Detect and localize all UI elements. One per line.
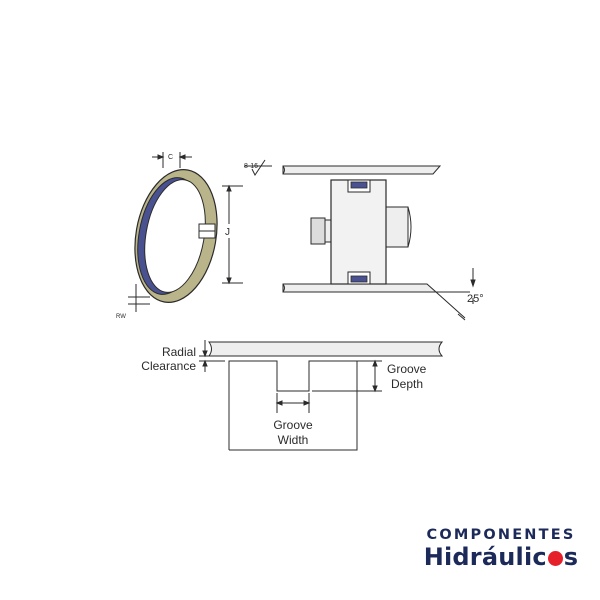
brand-line1: COMPONENTES — [426, 527, 576, 543]
label-groove-width-line1: Groove — [273, 418, 313, 432]
brand-line2-suffix: s — [563, 543, 579, 571]
label-angle: 25° — [467, 293, 484, 305]
chamfer-angle — [435, 268, 476, 321]
label-j: J — [225, 227, 230, 238]
label-radial-line2: Clearance — [141, 359, 196, 373]
wear-ring — [134, 169, 218, 303]
dimension-radial-clearance — [199, 340, 225, 372]
dimension-rw — [128, 284, 150, 312]
piston-assembly — [282, 165, 442, 293]
dimension-j — [222, 184, 243, 285]
label-radial-line1: Radial — [162, 345, 196, 359]
surface-finish-mark — [244, 159, 272, 176]
label-groove-width-line2: Width — [278, 433, 309, 447]
label-finish: 8-16 — [244, 163, 258, 170]
red-dot-icon — [547, 551, 563, 566]
label-groove-depth-line1: Groove — [387, 362, 427, 376]
brand-line2: Hidráulic s — [421, 543, 581, 571]
brand-line2-prefix: Hidráulic — [423, 543, 547, 571]
groove-section — [208, 341, 444, 451]
dimension-c — [152, 152, 192, 168]
dimension-groove-depth — [312, 359, 382, 393]
label-c: C — [168, 154, 173, 161]
dimension-groove-width — [275, 393, 311, 413]
brand-logo: COMPONENTES Hidráulic s — [421, 527, 581, 571]
label-rw: RW — [116, 314, 126, 320]
label-groove-depth-line2: Depth — [391, 377, 423, 391]
